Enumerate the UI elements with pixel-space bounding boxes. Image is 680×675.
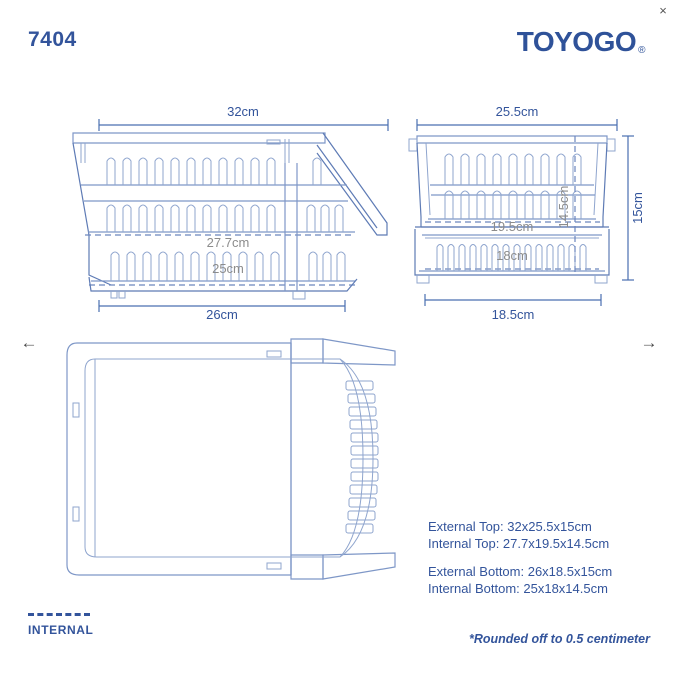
registered-trademark-icon: ®	[638, 45, 645, 56]
slot-group-tier3	[110, 251, 346, 281]
top-plan-drawing	[55, 325, 415, 600]
dim-label-front-bottom: 26cm	[206, 307, 238, 322]
spec-internal-top: Internal Top: 27.7x19.5x14.5cm	[428, 536, 610, 551]
dim-label-side-internal-bottom: 18cm	[496, 248, 528, 263]
front-elevation-drawing: 32cm 26cm 27.7cm 25cm	[55, 95, 400, 322]
side-elevation-drawing: 25.5cm 18.5cm 19.5cm 18cm 14.5cm 15cm	[395, 95, 670, 322]
footnote-text: *Rounded off to 0.5 centimeter	[468, 632, 650, 646]
product-code: 7404	[28, 28, 77, 51]
dim-label-side-internal-top: 19.5cm	[491, 219, 534, 234]
dim-label-side-external-height: 15cm	[630, 192, 645, 224]
grill-slot-group	[345, 380, 379, 534]
dimension-line-side-height	[622, 135, 634, 281]
slot-group-side-tier1	[444, 153, 582, 185]
dim-label-side-internal-height: 14.5cm	[556, 186, 571, 229]
slot-group-tier1	[106, 157, 322, 185]
close-icon[interactable]: ×	[659, 3, 667, 18]
legend: INTERNAL	[28, 613, 93, 637]
dim-label-front-top: 32cm	[227, 104, 259, 119]
spec-spacer	[428, 552, 612, 563]
next-arrow-icon[interactable]: →	[640, 333, 658, 352]
dimension-line-front-top	[98, 119, 389, 131]
dim-label-front-internal-bottom: 25cm	[212, 261, 244, 276]
previous-arrow-icon[interactable]: ←	[20, 333, 38, 352]
spec-external-top: External Top: 32x25.5x15cm	[428, 519, 592, 534]
dim-label-front-internal-top: 27.7cm	[207, 235, 250, 250]
brand-name: TOYOGO	[516, 26, 637, 57]
legend-dashed-line-swatch	[28, 613, 90, 616]
specifications-block: External Top: 32x25.5x15cm Internal Top:…	[428, 518, 612, 597]
dim-label-side-bottom: 18.5cm	[492, 307, 535, 322]
spec-external-bottom: External Bottom: 26x18.5x15cm	[428, 564, 613, 579]
dimension-line-side-top	[416, 119, 618, 131]
dimension-line-front-bottom	[98, 300, 346, 312]
dimension-line-side-bottom	[424, 294, 602, 306]
spec-internal-bottom: Internal Bottom: 25x18x14.5cm	[428, 581, 608, 596]
slot-group-tier2	[106, 204, 344, 232]
brand-logo: TOYOGO ®	[516, 26, 646, 58]
dim-label-side-top: 25.5cm	[496, 104, 539, 119]
legend-internal-label: INTERNAL	[28, 623, 94, 637]
slot-group-side-tier2	[444, 190, 582, 219]
